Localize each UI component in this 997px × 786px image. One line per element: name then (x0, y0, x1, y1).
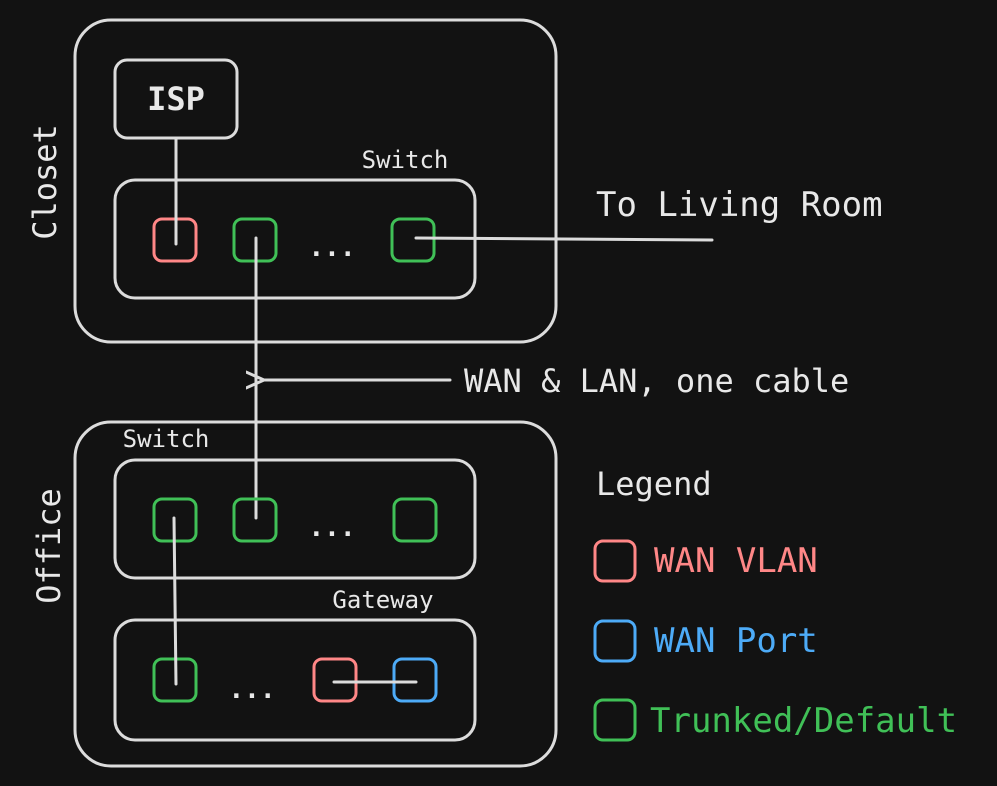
legend-title: Legend (596, 465, 712, 503)
legend-label-wan-vlan: WAN VLAN (654, 541, 818, 581)
office-switch-port-uplink (232, 497, 278, 543)
closet-switch-ellipsis: ... (309, 233, 356, 263)
office-switch-ellipsis: ... (309, 513, 356, 543)
switch-to-gateway-cable (172, 516, 178, 686)
office-label: Office (30, 488, 68, 604)
legend-swatch-trunked (593, 698, 637, 742)
legend-label-trunked: Trunked/Default (650, 701, 957, 741)
closet-container (73, 18, 558, 344)
legend-swatch-wan-vlan (593, 539, 637, 583)
uplink-annotation-label: WAN & LAN, one cable (464, 362, 849, 400)
legend-label-wan-port: WAN Port (654, 621, 818, 661)
isp-label: ISP (147, 80, 205, 118)
gateway-port-wan-vlan (312, 657, 358, 703)
closet-group: Closet ISP Switch ... (26, 18, 714, 344)
gateway-label: Gateway (332, 586, 433, 614)
office-group: Office Switch ... Gateway ... (30, 420, 558, 768)
office-container (73, 420, 558, 768)
living-room-cable (414, 236, 714, 242)
closet-port-trunk-living (390, 217, 436, 263)
living-room-label: To Living Room (596, 185, 883, 225)
gateway-ellipsis: ... (229, 675, 276, 705)
office-switch-box (113, 458, 477, 580)
legend-swatch-wan-port (593, 619, 637, 663)
office-switch-label: Switch (123, 425, 210, 453)
closet-label: Closet (26, 124, 64, 240)
gateway-port-wan (392, 657, 438, 703)
closet-switch-label: Switch (362, 146, 449, 174)
legend: Legend WAN VLAN WAN Port Trunked/Default (593, 465, 957, 742)
gateway-box (113, 618, 477, 742)
office-switch-port-extra (392, 497, 438, 543)
